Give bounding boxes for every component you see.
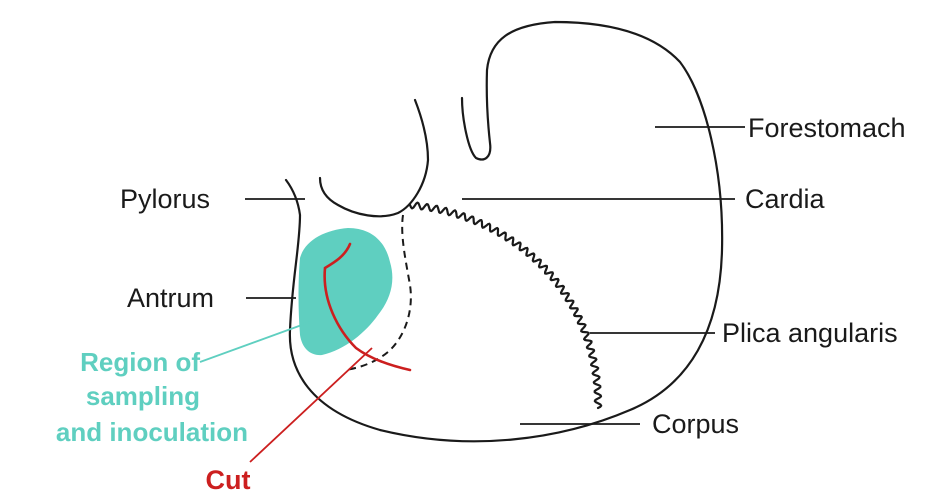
label-plica-angularis: Plica angularis: [722, 318, 898, 348]
label-corpus: Corpus: [652, 409, 739, 439]
leader-region: [200, 322, 310, 362]
label-forestomach: Forestomach: [748, 113, 906, 143]
label-pylorus: Pylorus: [120, 184, 210, 214]
limiting-ridge-line: [410, 203, 601, 408]
label-region-line1: Region of: [80, 347, 200, 377]
label-antrum: Antrum: [127, 283, 214, 313]
label-cardia: Cardia: [745, 184, 826, 214]
label-region-line2: sampling: [86, 381, 200, 411]
oesophagus-outline: [320, 100, 428, 216]
label-region-line3: and inoculation: [56, 417, 248, 447]
leader-cut: [250, 348, 372, 462]
label-cut: Cut: [206, 465, 251, 495]
